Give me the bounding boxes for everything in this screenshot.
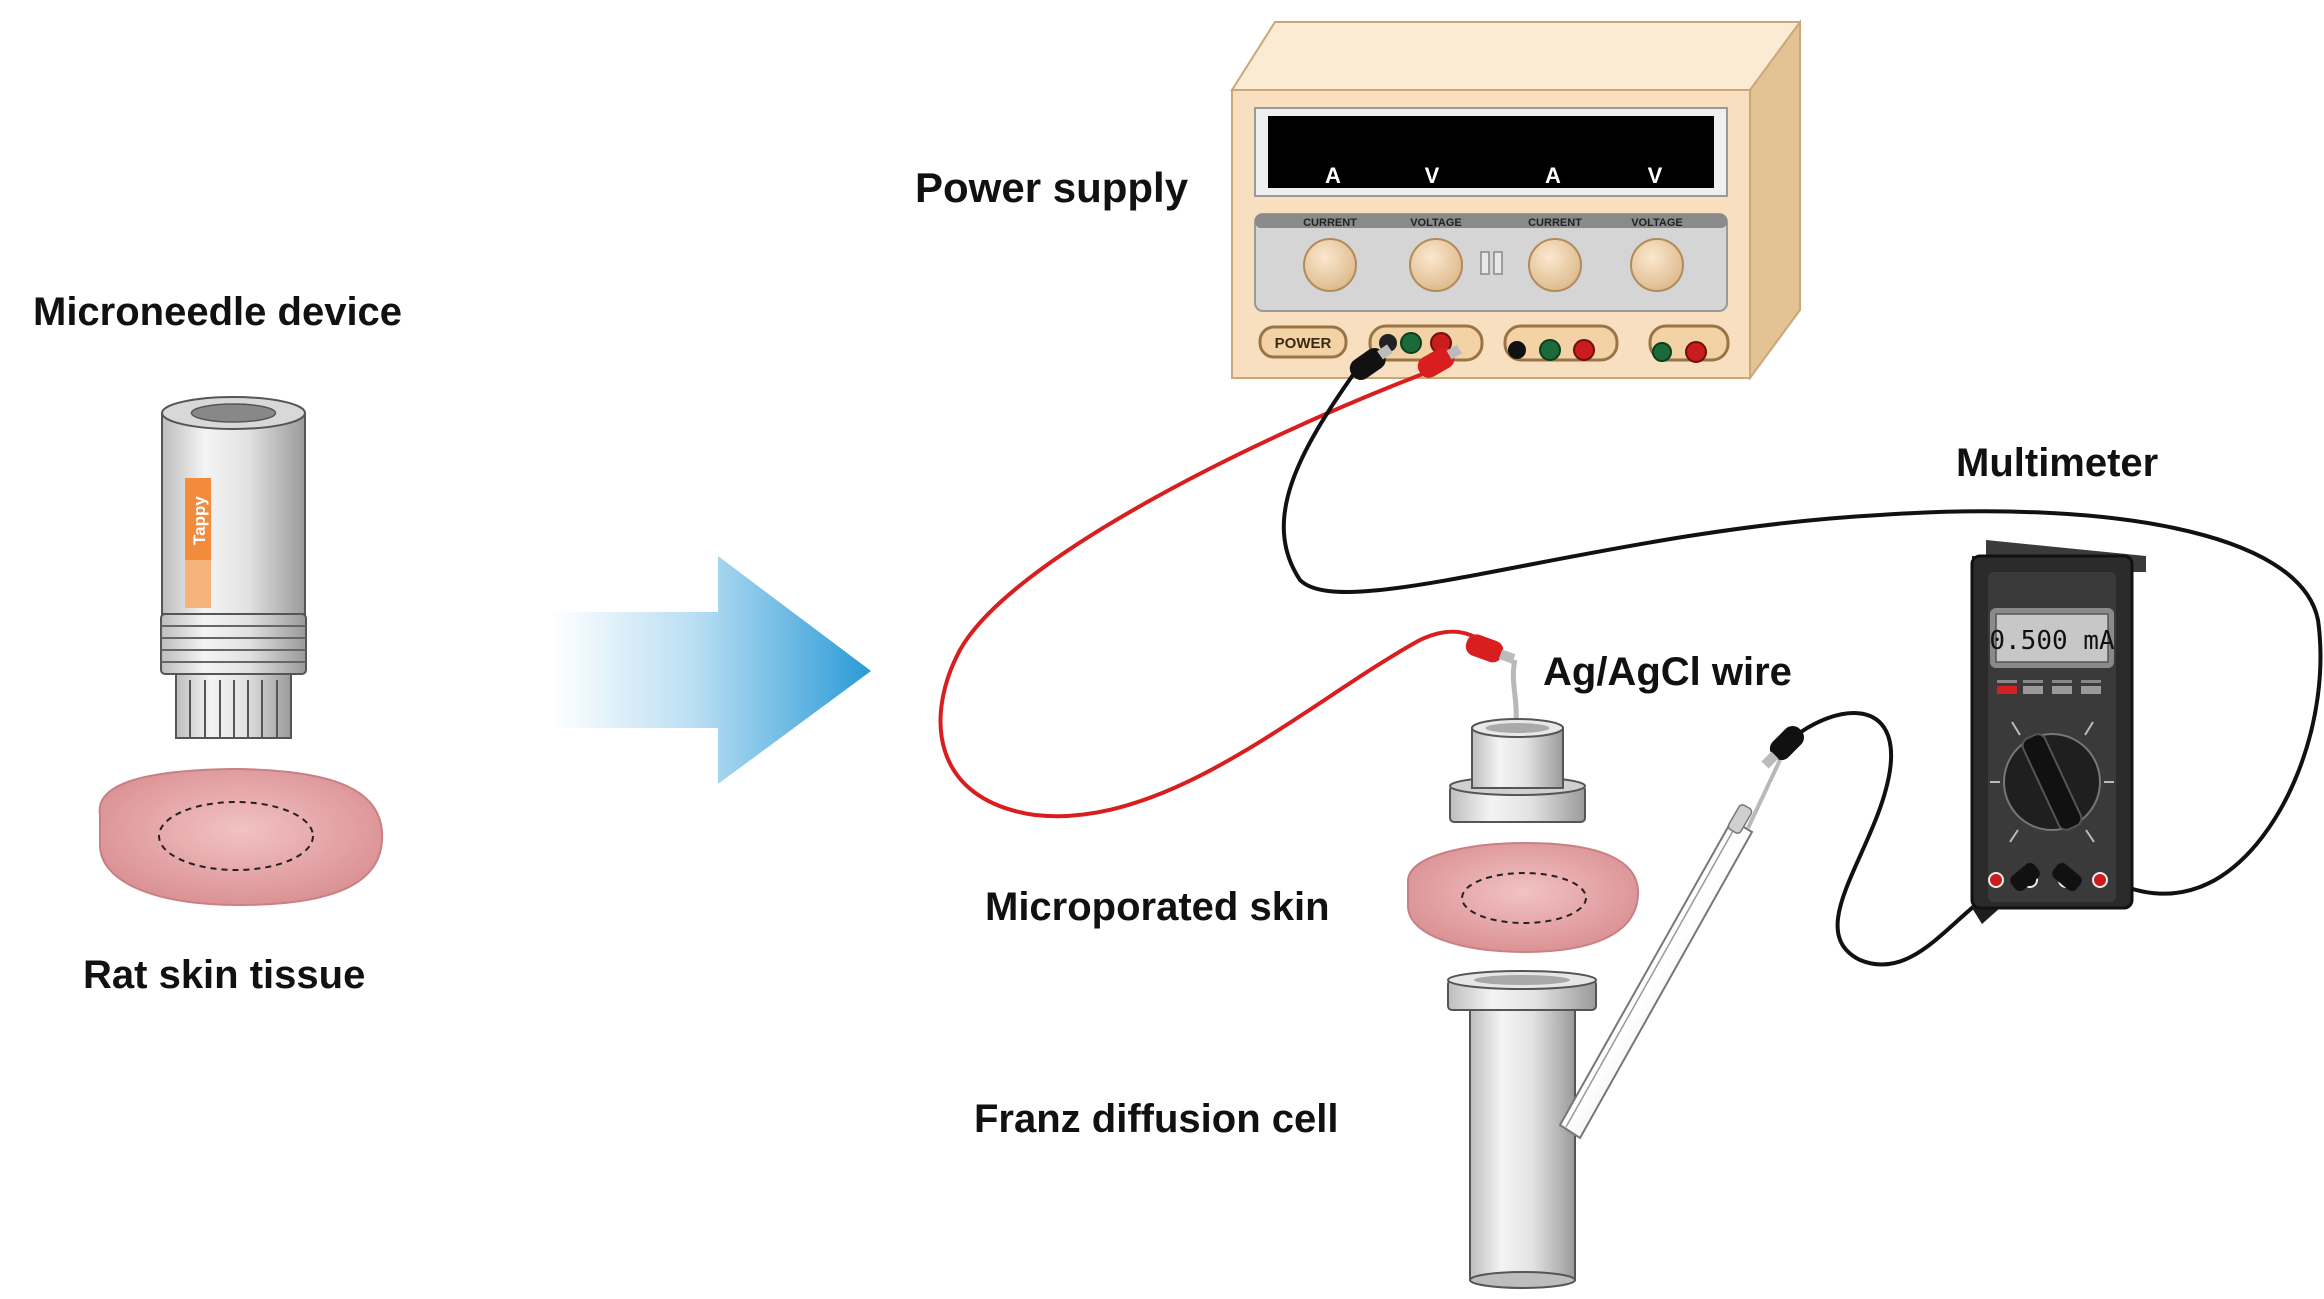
treatment-area-outline	[158, 801, 314, 871]
black-clip-power	[1349, 344, 1393, 380]
multimeter-button-2[interactable]	[2023, 686, 2043, 694]
label-power-supply: Power supply	[915, 164, 1189, 211]
tappy-brand-text: Tappy	[190, 496, 209, 545]
display-unit-a1: A	[1325, 163, 1341, 188]
terminal-ground-1[interactable]	[1400, 332, 1422, 354]
voltage-knob-2[interactable]	[1630, 238, 1684, 292]
microneedle-body	[161, 412, 306, 615]
process-arrow	[552, 556, 871, 784]
probe-plug-2	[2052, 862, 2082, 892]
power-supply-display	[1268, 116, 1714, 188]
multimeter-button-1[interactable]	[1997, 686, 2017, 694]
sampling-arm-tube	[1558, 759, 1782, 1140]
label-microneedle-device: Microneedle device	[33, 290, 402, 334]
microneedle-tip	[175, 667, 292, 739]
rat-skin-tissue	[98, 767, 384, 907]
multimeter-button-3[interactable]	[2052, 686, 2072, 694]
red-clip-electrode	[1465, 634, 1516, 664]
label-multimeter: Multimeter	[1956, 441, 2158, 485]
micropore-area-outline	[1461, 872, 1587, 924]
label-franz-diffusion-cell: Franz diffusion cell	[974, 1097, 1338, 1141]
power-button[interactable]	[1258, 325, 1348, 359]
current-knob-1[interactable]	[1303, 238, 1357, 292]
knob-label-voltage-1: VOLTAGE	[1410, 217, 1462, 229]
label-microporated-skin: Microporated skin	[985, 885, 1330, 929]
power-button-label: POWER	[1275, 335, 1332, 352]
knob-label-voltage-2: VOLTAGE	[1631, 217, 1683, 229]
ag-agcl-wire	[1510, 659, 1519, 723]
terminal-ground-3[interactable]	[1652, 342, 1672, 362]
probe-plug-1	[2010, 862, 2040, 892]
microneedle-thread	[160, 613, 307, 675]
black-lead-wire-power	[1281, 370, 2323, 896]
receptor-chamber	[1447, 970, 1597, 1289]
donor-chamber	[1449, 718, 1586, 823]
multimeter-reading: 0.500 mA	[1989, 626, 2115, 656]
microneedle-device: Tappy	[160, 396, 307, 739]
terminal-positive-2[interactable]	[1573, 339, 1595, 361]
multimeter-jack-1[interactable]	[1988, 872, 2004, 888]
display-unit-v2: V	[1648, 163, 1663, 188]
multimeter: 0.500 mA	[1970, 540, 2146, 924]
display-unit-v1: V	[1425, 163, 1440, 188]
label-rat-skin-tissue: Rat skin tissue	[83, 953, 365, 997]
black-clip-electrode	[1761, 725, 1805, 769]
terminal-positive-3[interactable]	[1685, 341, 1707, 363]
red-clip-power	[1417, 344, 1462, 378]
franz-diffusion-cell	[1406, 718, 1782, 1289]
voltage-knob-1[interactable]	[1409, 238, 1463, 292]
knob-label-current-1: CURRENT	[1303, 217, 1357, 229]
mode-switch[interactable]	[1480, 251, 1490, 275]
power-supply: A V A V CURRENT VOLTAGE CURRENT VOLTAGE …	[1230, 18, 1801, 382]
red-lead-wire	[938, 370, 1482, 819]
label-ag-agcl-wire: Ag/AgCl wire	[1543, 650, 1792, 694]
terminal-ground-2[interactable]	[1539, 339, 1561, 361]
terminal-negative-2[interactable]	[1508, 341, 1526, 359]
microporated-skin	[1406, 841, 1640, 954]
display-unit-a2: A	[1545, 163, 1561, 188]
multimeter-jack-3[interactable]	[2092, 872, 2108, 888]
knob-label-current-2: CURRENT	[1528, 217, 1582, 229]
multimeter-display	[1995, 613, 2109, 663]
current-knob-2[interactable]	[1528, 238, 1582, 292]
multimeter-button-4[interactable]	[2081, 686, 2101, 694]
